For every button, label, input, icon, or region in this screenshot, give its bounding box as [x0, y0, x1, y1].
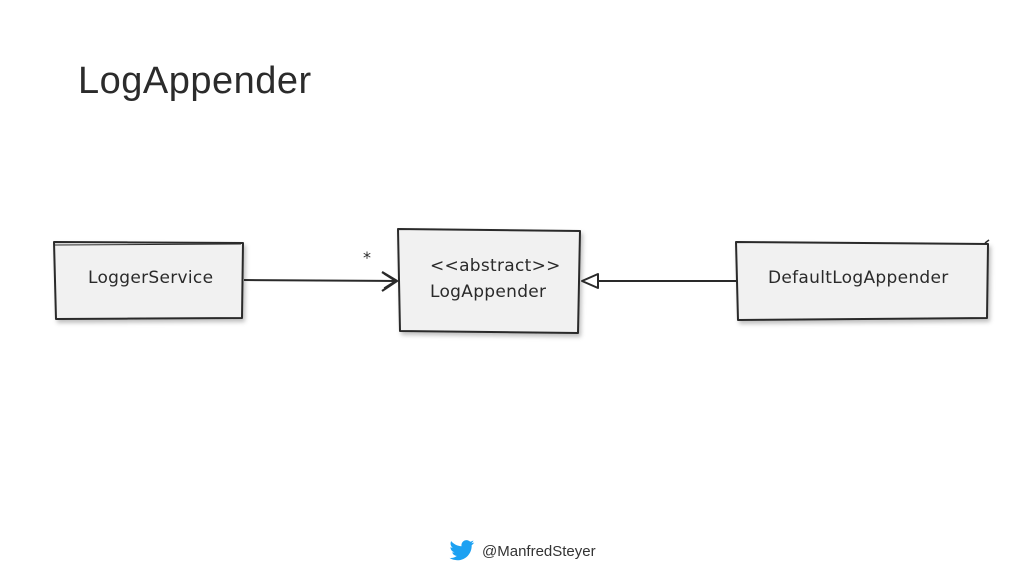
logger-service-box[interactable]: LoggerService: [53, 241, 244, 320]
multiplicity-label: *: [363, 248, 371, 267]
twitter-bird-icon: [448, 540, 476, 562]
default-log-appender-label: DefaultLogAppender: [768, 268, 949, 288]
logger-service-label: LoggerService: [88, 268, 213, 288]
default-log-appender-box[interactable]: DefaultLogAppender: [735, 239, 990, 321]
twitter-handle[interactable]: @ManfredSteyer: [482, 542, 596, 560]
association-edge: *: [243, 248, 399, 292]
slide-title: LogAppender: [78, 60, 312, 102]
log-appender-box[interactable]: <<abstract>> LogAppender: [397, 228, 581, 334]
log-appender-stereotype: <<abstract>>: [430, 256, 561, 276]
log-appender-label: LogAppender: [430, 282, 546, 302]
generalization-edge: [581, 273, 736, 289]
footer: @ManfredSteyer: [448, 540, 596, 562]
